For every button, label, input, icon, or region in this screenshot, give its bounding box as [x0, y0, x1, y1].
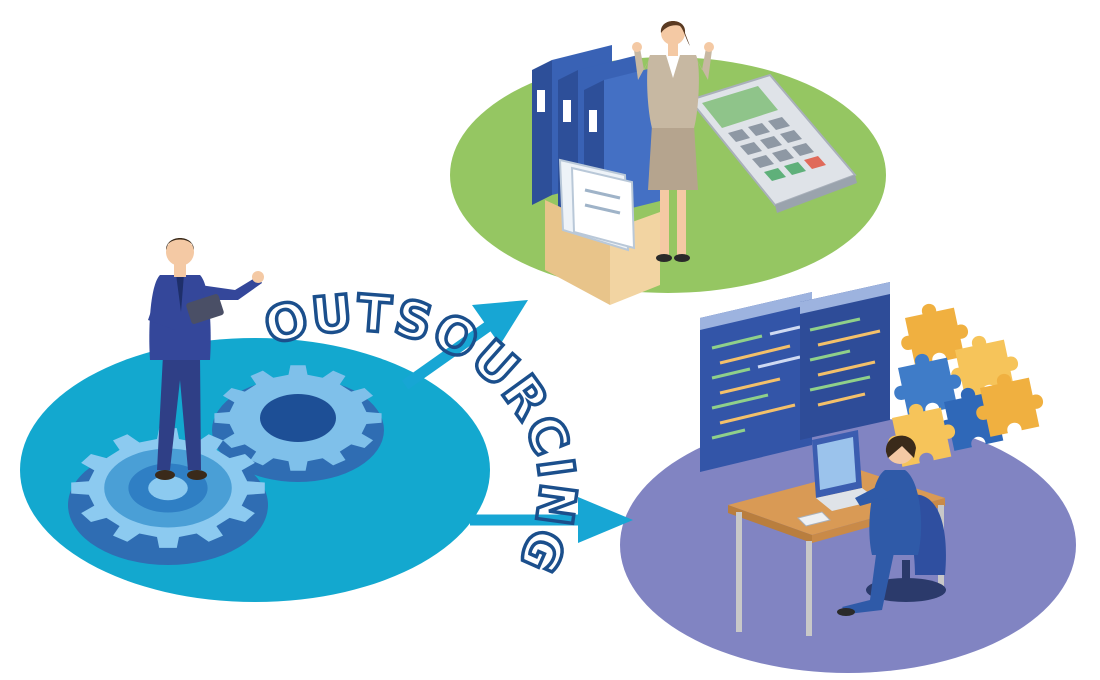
office-worker-icon — [632, 21, 714, 262]
arrow-to-it — [470, 497, 633, 543]
programmer-icon — [728, 430, 946, 636]
document-folder-icon — [545, 158, 660, 305]
calculator-icon — [688, 73, 857, 213]
businessman-icon — [148, 238, 264, 480]
it-platform — [620, 417, 1076, 673]
code-screen-icon — [700, 282, 890, 472]
arrow-to-accounting — [401, 300, 528, 390]
